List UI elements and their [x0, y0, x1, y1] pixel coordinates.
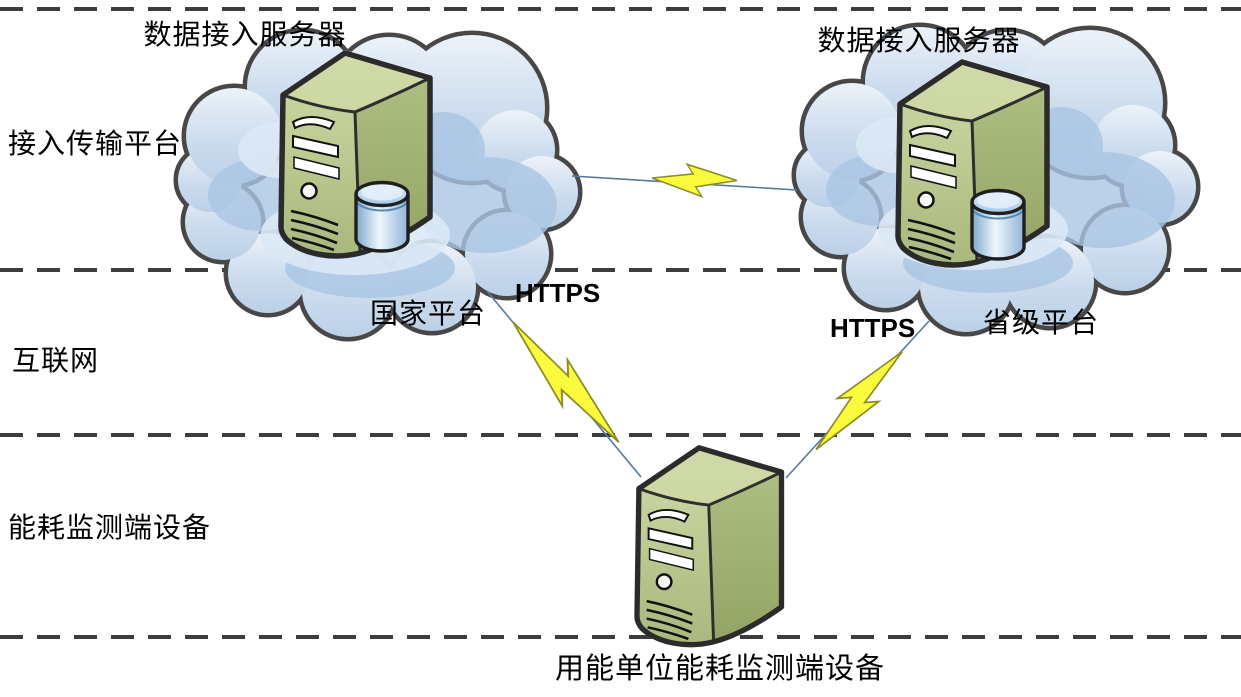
https-protocol-label: HTTPS: [515, 278, 601, 308]
national-server-title: 数据接入服务器: [143, 20, 347, 51]
database-cylinder-icon: [354, 180, 410, 253]
server-tower-icon: [637, 446, 782, 645]
lightning-bolt-icon: [650, 161, 739, 200]
https-protocol-label: HTTPS: [830, 313, 916, 343]
layer-divider-dashed-lines: [0, 7, 1241, 639]
provincial-server-title: 数据接入服务器: [817, 26, 1021, 57]
terminal-device-caption: 用能单位能耗监测端设备: [554, 653, 885, 685]
layer-label-monitoring-terminal: 能耗监测端设备: [8, 513, 212, 544]
national-platform-caption: 国家平台: [369, 299, 486, 330]
layer-label-internet: 互联网: [12, 346, 100, 377]
database-cylinder-icon: [970, 188, 1026, 261]
layer-label-access-transport-platform: 接入传输平台: [8, 129, 183, 160]
provincial-platform-caption: 省级平台: [982, 308, 1099, 339]
